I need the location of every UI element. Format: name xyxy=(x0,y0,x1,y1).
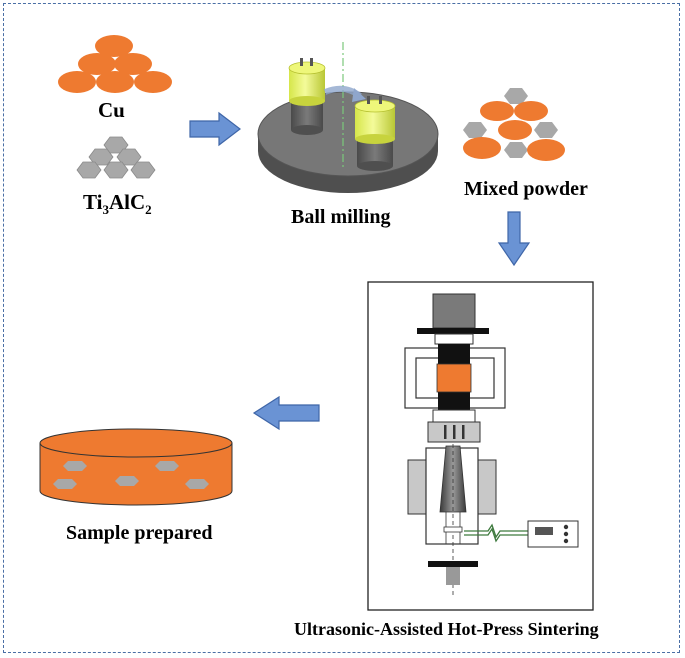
ball-mill-icon xyxy=(257,42,439,193)
ball-milling-label: Ball milling xyxy=(291,206,391,228)
cu-powder-icon xyxy=(58,35,172,93)
ti3alc2-powder-icon xyxy=(76,136,156,179)
ti3alc2-label-part-b: 3 xyxy=(102,202,109,218)
cu-label: Cu xyxy=(98,98,125,122)
dashed-frame xyxy=(3,3,680,653)
arrow-right-icon xyxy=(189,111,241,147)
ti3alc2-label: Ti3AlC2 xyxy=(83,190,152,218)
ti3alc2-label-part-d: 2 xyxy=(145,202,152,218)
sample-prepared-label: Sample prepared xyxy=(66,522,213,544)
mixed-powder-label: Mixed powder xyxy=(464,178,588,200)
mixed-powder-icon xyxy=(463,88,565,161)
sintering-label: Ultrasonic-Assisted Hot-Press Sintering xyxy=(294,619,599,639)
sample-disk-icon xyxy=(39,428,233,506)
ti3alc2-label-part-a: Ti xyxy=(83,190,103,214)
ti3alc2-label-part-c: AlC xyxy=(108,190,146,214)
arrow-left-icon xyxy=(252,395,320,431)
arrow-down-icon xyxy=(497,211,531,267)
hot-press-apparatus-icon xyxy=(404,293,579,596)
sintering-apparatus-frame xyxy=(367,281,594,611)
